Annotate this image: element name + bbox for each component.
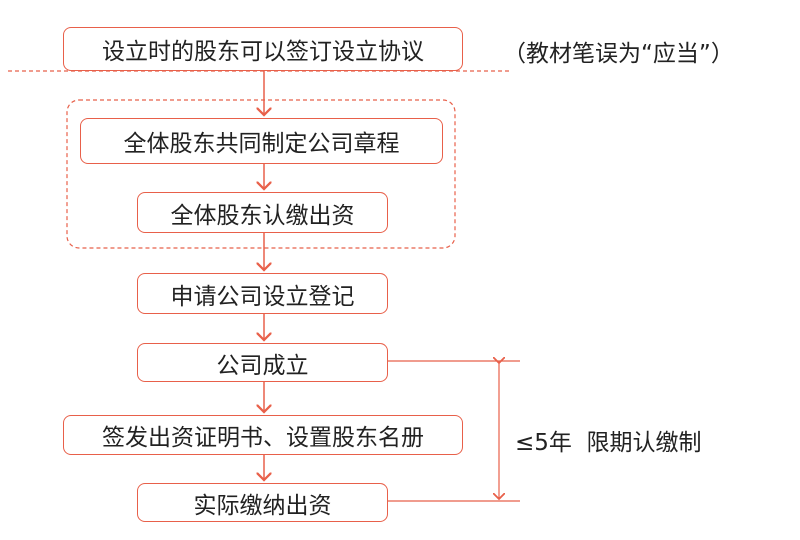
step-formulate-articles: 全体股东共同制定公司章程: [80, 118, 443, 164]
step-issue-certificate: 签发出资证明书、设置股东名册: [63, 415, 463, 455]
group-dashed-container: [66, 99, 456, 249]
step-sign-agreement: 设立时的股东可以签订设立协议: [63, 27, 463, 71]
step-company-established: 公司成立: [137, 343, 388, 382]
step1-note: （教材笔误为“应当”）: [503, 41, 734, 67]
period-label: ≤5年 限期认缴制: [515, 430, 702, 456]
step-subscribe-capital: 全体股东认缴出资: [137, 192, 388, 233]
step-actual-payment: 实际缴纳出资: [137, 483, 388, 522]
step-apply-registration: 申请公司设立登记: [137, 273, 388, 314]
